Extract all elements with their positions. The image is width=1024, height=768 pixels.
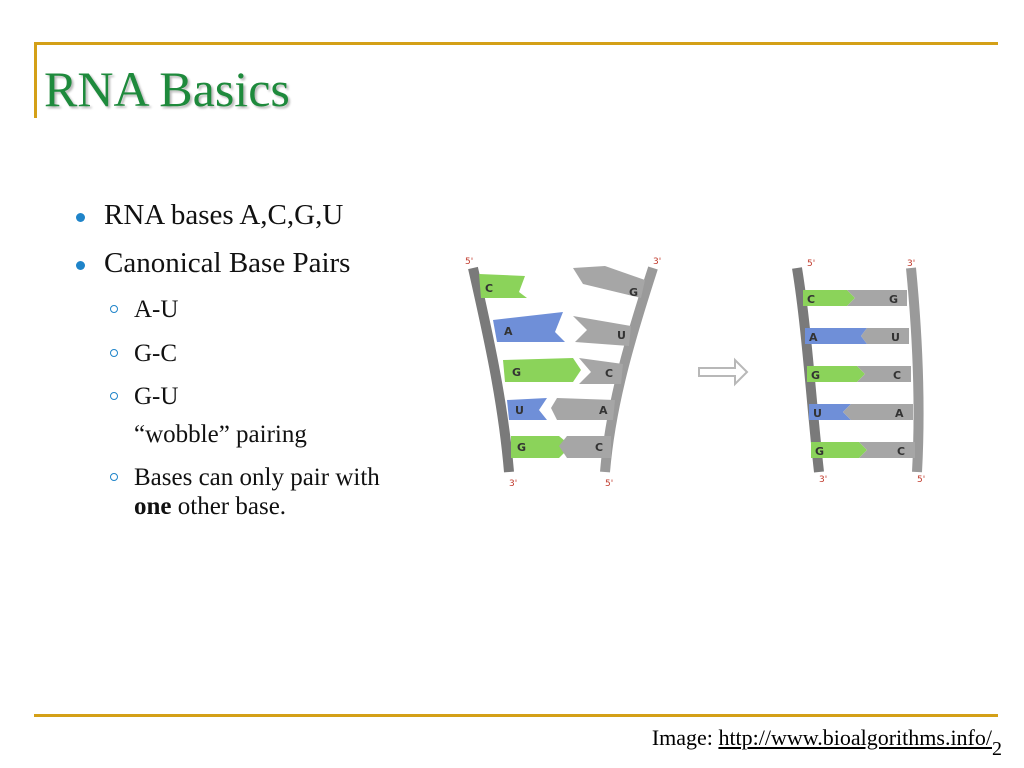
subbullet-text: G-C — [134, 339, 178, 367]
paired-right-top-end: 3' — [907, 259, 915, 269]
paired-right-bottom-end: 5' — [917, 475, 925, 485]
bullet-dot-icon — [76, 213, 85, 222]
bottom-rule — [34, 714, 998, 717]
bullet-dot-icon — [76, 260, 85, 270]
right-label-2: U — [617, 329, 626, 342]
svg-text:U: U — [891, 331, 900, 344]
subbullet-text: A-U — [134, 295, 179, 323]
svg-text:U: U — [813, 407, 822, 420]
subbullet-g-u: G-U — [76, 383, 456, 412]
paired-strands: C G A U G C U A G C 5' 3' 3' — [792, 259, 925, 485]
left-label-1: C — [485, 282, 493, 295]
right-base-4 — [551, 398, 615, 420]
bullet-text: Canonical Base Pairs — [104, 246, 351, 279]
subbullet-pair-rule: Bases can only pair with one other base. — [76, 464, 456, 522]
paired-left-top-end: 5' — [807, 259, 815, 269]
pair-row-5: G C — [811, 442, 915, 458]
left-label-5: G — [517, 441, 526, 454]
svg-text:G: G — [889, 293, 898, 306]
left-base-5 — [511, 436, 571, 458]
right-label-5: C — [595, 441, 603, 454]
subbullet-ring-icon — [110, 348, 118, 357]
pair-row-1: C G — [803, 290, 907, 306]
unpaired-strands: C A G U G G U C A C 5' 3' 3' 5' — [465, 257, 661, 489]
subbullet-g-c: G-C — [76, 340, 456, 369]
bullet-text: RNA bases A,C,G,U — [104, 199, 344, 231]
left-label-2: A — [504, 325, 513, 338]
right-top-end: 3' — [653, 257, 661, 267]
left-rule — [34, 42, 37, 118]
paired-left-bottom-end: 3' — [819, 475, 827, 485]
right-base-2 — [573, 316, 631, 346]
image-credit: Image: http://www.bioalgorithms.info/ — [652, 725, 992, 751]
subbullet-text-post: other base. — [171, 492, 287, 520]
credit-link[interactable]: http://www.bioalgorithms.info/ — [718, 725, 992, 750]
paired-right-backbone — [906, 267, 924, 473]
left-backbone — [468, 266, 514, 473]
bullet-list: RNA bases A,C,G,U Canonical Base Pairs A… — [76, 199, 456, 537]
svg-text:C: C — [893, 369, 901, 382]
credit-prefix: Image: — [651, 725, 719, 750]
subbullet-ring-icon — [110, 304, 118, 313]
page-number: 2 — [992, 738, 1002, 760]
top-rule — [34, 42, 998, 45]
left-base-3 — [503, 358, 581, 382]
right-label-1: G — [629, 286, 638, 299]
left-base-4 — [507, 398, 547, 420]
right-base-3 — [579, 358, 623, 384]
right-label-3: C — [605, 367, 613, 380]
svg-text:G: G — [811, 369, 820, 382]
subbullet-text-bold: one — [134, 492, 172, 520]
bullet-rna-bases: RNA bases A,C,G,U — [76, 199, 456, 232]
right-base-5 — [559, 436, 611, 458]
transition-arrow-icon — [698, 357, 749, 387]
svg-text:G: G — [815, 445, 824, 458]
left-bottom-end: 3' — [509, 479, 517, 489]
left-label-3: G — [512, 366, 521, 379]
subbullet-a-u: A-U — [76, 296, 456, 325]
pair-row-3: G C — [807, 366, 911, 382]
left-base-1 — [479, 274, 527, 298]
bullet-canonical-pairs: Canonical Base Pairs — [76, 246, 456, 280]
subbullet-text: G-U — [134, 383, 179, 411]
svg-text:A: A — [809, 331, 818, 344]
pair-row-2: A U — [805, 328, 909, 344]
right-base-1 — [573, 266, 645, 298]
svg-text:A: A — [895, 407, 904, 420]
subbullet-ring-icon — [110, 392, 118, 401]
wobble-note: “wobble” pairing — [134, 421, 307, 449]
slide-title: RNA Basics — [44, 61, 290, 117]
rna-base-pairing-diagram: C A G U G G U C A C 5' 3' 3' 5' C G A U — [465, 257, 925, 489]
left-base-2 — [493, 312, 565, 342]
left-label-4: U — [515, 404, 524, 417]
left-top-end: 5' — [465, 257, 473, 267]
svg-text:C: C — [897, 445, 905, 458]
subbullet-ring-icon — [110, 473, 118, 482]
subbullet-text-pre: Bases can only pair with — [134, 464, 380, 492]
svg-text:C: C — [807, 293, 815, 306]
right-bottom-end: 5' — [605, 479, 613, 489]
pair-row-4: U A — [809, 404, 913, 420]
right-label-4: A — [599, 404, 608, 417]
